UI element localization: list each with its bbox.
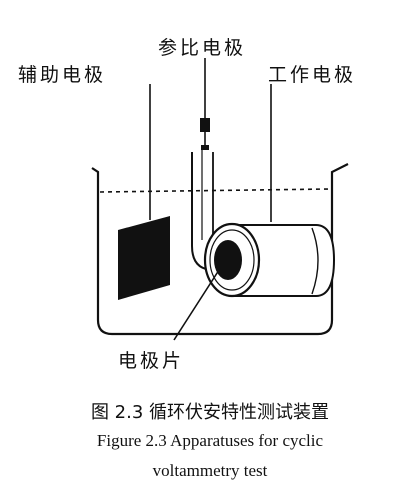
working-electrode-label: 工作电极	[268, 64, 357, 86]
reference-electrode-band	[201, 145, 209, 150]
auxiliary-electrode-label: 辅助电极	[18, 64, 107, 86]
auxiliary-electrode-plate	[118, 216, 170, 300]
electrolyte-surface	[99, 188, 331, 193]
figure-caption-english-line2: voltammetry test	[152, 461, 268, 480]
working-electrode-body	[232, 224, 336, 297]
working-electrode-rim	[209, 229, 255, 291]
reference-electrode-label: 参比电极	[158, 37, 247, 59]
electrode-sheet-pointer	[173, 269, 220, 341]
electrode-sheet-label: 电极片	[118, 350, 185, 372]
reference-electrode-cap	[200, 118, 210, 132]
figure-caption-english-line1: Figure 2.3 Apparatuses for cyclic	[96, 431, 324, 450]
electrode-sheet-disc	[214, 240, 242, 280]
beaker-outline	[91, 163, 349, 336]
working-electrode-back-rim	[311, 227, 319, 295]
figure-caption-chinese: 图 2.3 循环伏安特性测试装置	[90, 402, 330, 423]
